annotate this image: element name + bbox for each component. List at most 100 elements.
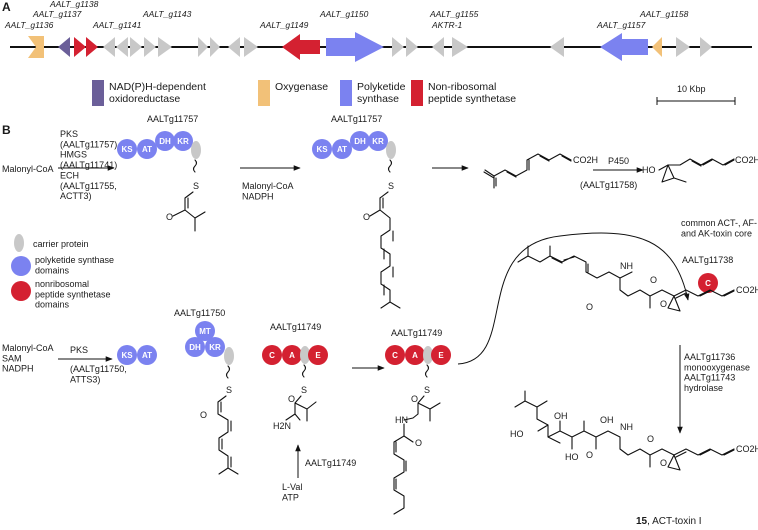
atom-o: O <box>415 438 422 448</box>
scale-bar: 10 Kbp <box>656 84 736 105</box>
row2-enzyme-gene: (AALTg11750,ATTS3) <box>70 364 127 384</box>
svg-text:DH: DH <box>354 137 366 146</box>
p450-label: P450 <box>608 156 629 166</box>
atom-s: S <box>193 181 199 191</box>
svg-text:E: E <box>315 351 321 360</box>
domain-ks <box>117 139 137 159</box>
legend-swatch-pks <box>340 80 352 106</box>
gene-arrow-grey-13 <box>550 37 564 57</box>
gene-arrow-grey-2 <box>116 37 128 57</box>
legend-label-oxygenase: Oxygenase <box>275 81 328 93</box>
carrier-protein <box>300 346 310 364</box>
atom-s: S <box>424 385 430 395</box>
row2-nrps-module-1: C A E <box>262 345 328 365</box>
svg-text:C: C <box>705 279 711 288</box>
domain-kr <box>368 131 388 151</box>
domain-e <box>431 345 451 365</box>
gene-arrow-grey-5 <box>158 37 172 57</box>
atom-oh: OH <box>600 415 614 425</box>
svg-text:A: A <box>289 351 295 360</box>
carrier-protein <box>423 346 433 364</box>
svg-text:KS: KS <box>121 351 133 360</box>
svg-text:AT: AT <box>337 145 347 154</box>
gene-label-g1155: AALT_g1155 <box>429 9 479 19</box>
legend-nrps-symbol <box>11 281 31 301</box>
core-note: common ACT-, AF-and AK-toxin core <box>681 218 757 238</box>
domain-a <box>405 345 425 365</box>
gene-label-g1143: AALT_g1143 <box>142 9 192 19</box>
core-co2h: CO2H <box>736 285 758 295</box>
svg-text:E: E <box>438 351 444 360</box>
gene-arrow-nadph-1137 <box>58 37 70 57</box>
product-name: , ACT-toxin I <box>647 516 701 527</box>
domain-dh <box>185 337 205 357</box>
svg-text:KR: KR <box>372 137 384 146</box>
svg-text:AT: AT <box>142 351 152 360</box>
atom-nh: NH <box>620 261 633 271</box>
legend-pks-symbol <box>11 256 31 276</box>
svg-text:MT: MT <box>199 327 211 336</box>
gene-label-g1141: AALT_g1141 <box>92 20 142 30</box>
product-number: 15 <box>636 516 648 527</box>
gene-arrow-oxygenase-1158 <box>652 37 662 57</box>
gene-label-g1136: AALT_g1136 <box>4 20 54 30</box>
gene-arrow-grey-4 <box>144 37 156 57</box>
panel-b-label: B <box>2 123 11 137</box>
tether <box>387 159 393 173</box>
gene-arrow-grey-6 <box>198 37 208 57</box>
svg-text:C: C <box>269 351 275 360</box>
gene-label-g1157: AALT_g1157 <box>596 20 646 30</box>
gene-label-g1150: AALT_g1150 <box>319 9 369 19</box>
gene-arrow-oxygenase-1136 <box>28 36 44 58</box>
domain-at <box>332 139 352 159</box>
atom-o: O <box>363 212 370 222</box>
gene-arrow-grey-10 <box>392 37 404 57</box>
row1-substrate: Malonyl-CoA <box>2 164 54 174</box>
domain-mt <box>195 321 215 341</box>
domain-at <box>137 345 157 365</box>
free-acid-chain <box>483 153 572 189</box>
legend-carrier-label: carrier protein <box>33 239 89 249</box>
domain-dh <box>350 131 370 151</box>
gene-arrow-grey-15 <box>700 37 712 57</box>
svg-text:KS: KS <box>121 145 133 154</box>
gene-label-g1158: AALT_g1158 <box>639 9 689 19</box>
row1-pks-module-2: KS AT DH KR <box>312 131 396 159</box>
domain-e <box>308 345 328 365</box>
atom-ho: HO <box>565 452 579 462</box>
row2-nrps-module-2: C A E <box>385 345 451 365</box>
act-toxin-structure <box>514 390 735 471</box>
free-acid-co2h: CO2H <box>573 155 598 165</box>
atom-o: O <box>650 275 657 285</box>
svg-text:DH: DH <box>189 343 201 352</box>
tether <box>301 364 307 378</box>
gene-arrow-aktr1 <box>452 37 468 57</box>
domain-c <box>385 345 405 365</box>
gene-arrow-grey-3 <box>130 37 142 57</box>
gene-labels: AALT_g1136 AALT_g1137 AALT_g1138 AALT_g1… <box>4 0 689 30</box>
row1-enzymes: PKS(AALTg11757)HMGS(AALTg11741)ECH(AALTg… <box>60 129 117 201</box>
domain-kr <box>205 337 225 357</box>
row2-pks-name: AALTg11750 <box>174 308 225 318</box>
atom-hn: HN <box>395 415 408 425</box>
atom-o: O <box>411 394 418 404</box>
gene-arrow-nrps-1149 <box>282 34 320 60</box>
atom-nh: NH <box>620 422 633 432</box>
row2-enzyme-label: PKS <box>70 345 88 355</box>
gene-label-g1137: AALT_g1137 <box>32 9 82 19</box>
gene-arrow-grey-12 <box>432 37 444 57</box>
epoxide-co2h: CO2H <box>735 155 758 165</box>
gene-arrow-grey-9 <box>244 37 258 57</box>
tether <box>424 364 430 378</box>
row2-pks-module: MT KS AT DH KR <box>117 321 234 365</box>
legend-swatch-nadph <box>92 80 104 106</box>
atom-s: S <box>388 181 394 191</box>
domain-dh <box>155 131 175 151</box>
row2-nrps-name-2: AALTg11749 <box>391 328 442 338</box>
scale-bar-label: 10 Kbp <box>677 84 706 94</box>
